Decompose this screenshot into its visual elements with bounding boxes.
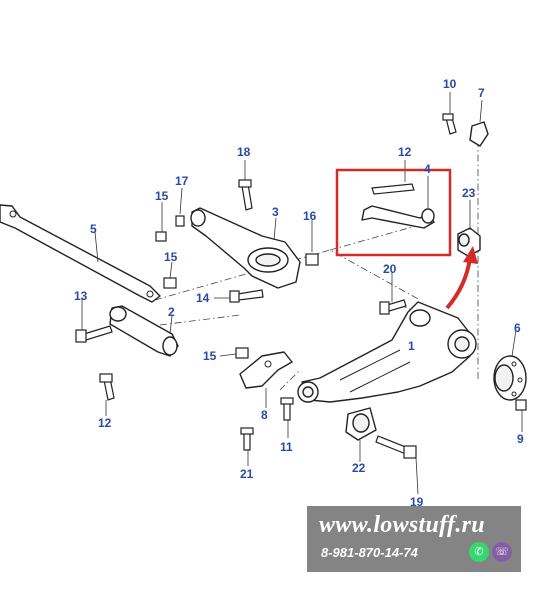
callout-18: 18 bbox=[237, 145, 251, 159]
red-arrow bbox=[445, 257, 472, 310]
callout-8: 8 bbox=[261, 408, 268, 422]
callout-15-mid: 15 bbox=[164, 250, 178, 264]
callout-labels: 10 7 12 4 18 23 15 17 3 16 5 15 20 13 14… bbox=[74, 77, 524, 509]
callout-22: 22 bbox=[352, 461, 366, 475]
callout-12-top: 12 bbox=[398, 145, 412, 159]
callout-16: 16 bbox=[303, 209, 317, 223]
red-arrow-head bbox=[463, 246, 478, 264]
callout-15-top: 15 bbox=[155, 189, 169, 203]
whatsapp-icon: ✆ bbox=[469, 542, 489, 562]
toe-link-part-4 bbox=[361, 183, 435, 229]
callout-7: 7 bbox=[478, 86, 485, 100]
callout-19: 19 bbox=[410, 495, 424, 509]
fasteners bbox=[75, 113, 527, 459]
wheel-hub-part-6 bbox=[493, 355, 527, 401]
lower-link-part-2 bbox=[109, 305, 179, 357]
callout-3: 3 bbox=[272, 205, 279, 219]
callout-11: 11 bbox=[280, 440, 293, 454]
viber-icon: ☏ bbox=[492, 542, 512, 562]
callout-1: 1 bbox=[408, 339, 415, 353]
stabilizer-bar-part-5 bbox=[0, 204, 161, 303]
bushing-part-22 bbox=[345, 407, 377, 441]
callout-10: 10 bbox=[443, 77, 457, 91]
callout-2: 2 bbox=[168, 305, 175, 319]
callout-23: 23 bbox=[462, 186, 476, 200]
callout-6: 6 bbox=[514, 321, 521, 335]
callout-13: 13 bbox=[74, 289, 88, 303]
bracket-part-7 bbox=[469, 121, 489, 147]
callout-14: 14 bbox=[196, 291, 210, 305]
watermark-site: www.lowstuff.ru bbox=[319, 512, 485, 538]
upper-arm-part-3 bbox=[190, 207, 301, 289]
watermark-phone: 8-981-870-14-74 bbox=[321, 545, 418, 560]
bracket-part-8 bbox=[239, 351, 293, 389]
leader-lines bbox=[81, 92, 523, 495]
callout-5: 5 bbox=[90, 222, 97, 236]
callout-17: 17 bbox=[175, 174, 189, 188]
bushing-part-23 bbox=[457, 227, 481, 257]
trailing-arm-part-1 bbox=[297, 301, 477, 403]
callout-21: 21 bbox=[240, 467, 254, 481]
callout-15-low: 15 bbox=[203, 349, 217, 363]
callout-4: 4 bbox=[424, 162, 431, 176]
highlight-box bbox=[335, 168, 452, 257]
watermark-banner: www.lowstuff.ru 8-981-870-14-74 ✆ ☏ bbox=[307, 506, 521, 572]
callout-20: 20 bbox=[383, 262, 397, 276]
callout-9: 9 bbox=[517, 432, 524, 446]
callout-12-bottom: 12 bbox=[98, 416, 112, 430]
